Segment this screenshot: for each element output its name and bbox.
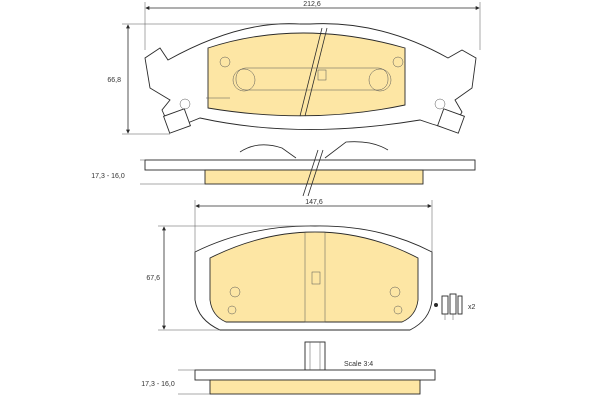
top-pad-friction-material <box>207 32 406 117</box>
top-pad-small-hole-left <box>219 56 231 68</box>
top-thickness-label: 17,3 - 16,0 <box>91 173 125 180</box>
top-side-backing-plate <box>144 159 476 171</box>
bottom-thickness-label: 17,3 - 16,0 <box>141 381 175 388</box>
top-width-dimension: 212,6 <box>144 1 481 50</box>
top-pad-hole-left <box>232 68 256 92</box>
bottom-height-label: 67,6 <box>146 275 160 282</box>
top-pad-left-tab <box>163 108 191 134</box>
top-pad-break-line-a <box>299 27 323 117</box>
top-pad-small-hole-right <box>392 56 404 68</box>
top-side-clip-spring <box>239 141 389 159</box>
top-width-label: 212,6 <box>303 1 321 8</box>
top-height-dimension: 66,8 <box>107 23 300 135</box>
clip-part-left <box>441 295 449 315</box>
clip-part-right <box>457 295 463 315</box>
top-side-break-line-b <box>307 149 324 197</box>
bottom-side-friction-material <box>209 379 421 395</box>
bottom-pad-friction-material <box>209 231 419 323</box>
bottom-side-backing-plate <box>194 369 436 381</box>
clip-part-middle <box>449 293 457 315</box>
top-pad-side-view: 17,3 - 16,0 <box>91 141 476 197</box>
bottom-pad-small-hole-right <box>393 305 403 315</box>
bottom-height-dimension: 67,6 <box>146 225 310 331</box>
retaining-clip-detail: x2 <box>434 293 476 320</box>
top-pad-front-view <box>144 23 477 134</box>
top-pad-raised-band <box>235 67 389 91</box>
bottom-side-tab <box>304 341 326 371</box>
bottom-pad-small-hole-left <box>227 305 237 315</box>
top-pad-right-tab <box>437 108 465 134</box>
bottom-pad-side-view: Scale 3:4 17,3 - 16,0 <box>141 341 436 395</box>
top-side-break-line-a <box>302 149 319 197</box>
bottom-pad-hole-right <box>389 286 401 298</box>
top-pad-clip-box <box>317 69 327 81</box>
bottom-pad-front-view <box>194 225 433 331</box>
bottom-pad-hole-left <box>229 286 241 298</box>
top-height-label: 66,8 <box>107 77 121 84</box>
top-pad-right-tab-hole <box>434 98 446 110</box>
clip-quantity-label: x2 <box>468 304 476 311</box>
top-pad-left-tab-hole <box>179 98 191 110</box>
clip-dot <box>434 303 438 307</box>
scale-label: Scale 3:4 <box>344 361 373 368</box>
bottom-pad-center-slot <box>304 231 326 323</box>
top-pad-break-line-b <box>304 27 328 117</box>
bottom-pad-clip-box <box>311 271 321 285</box>
bottom-width-label: 147,6 <box>305 199 323 206</box>
top-pad-hole-right <box>368 68 392 92</box>
